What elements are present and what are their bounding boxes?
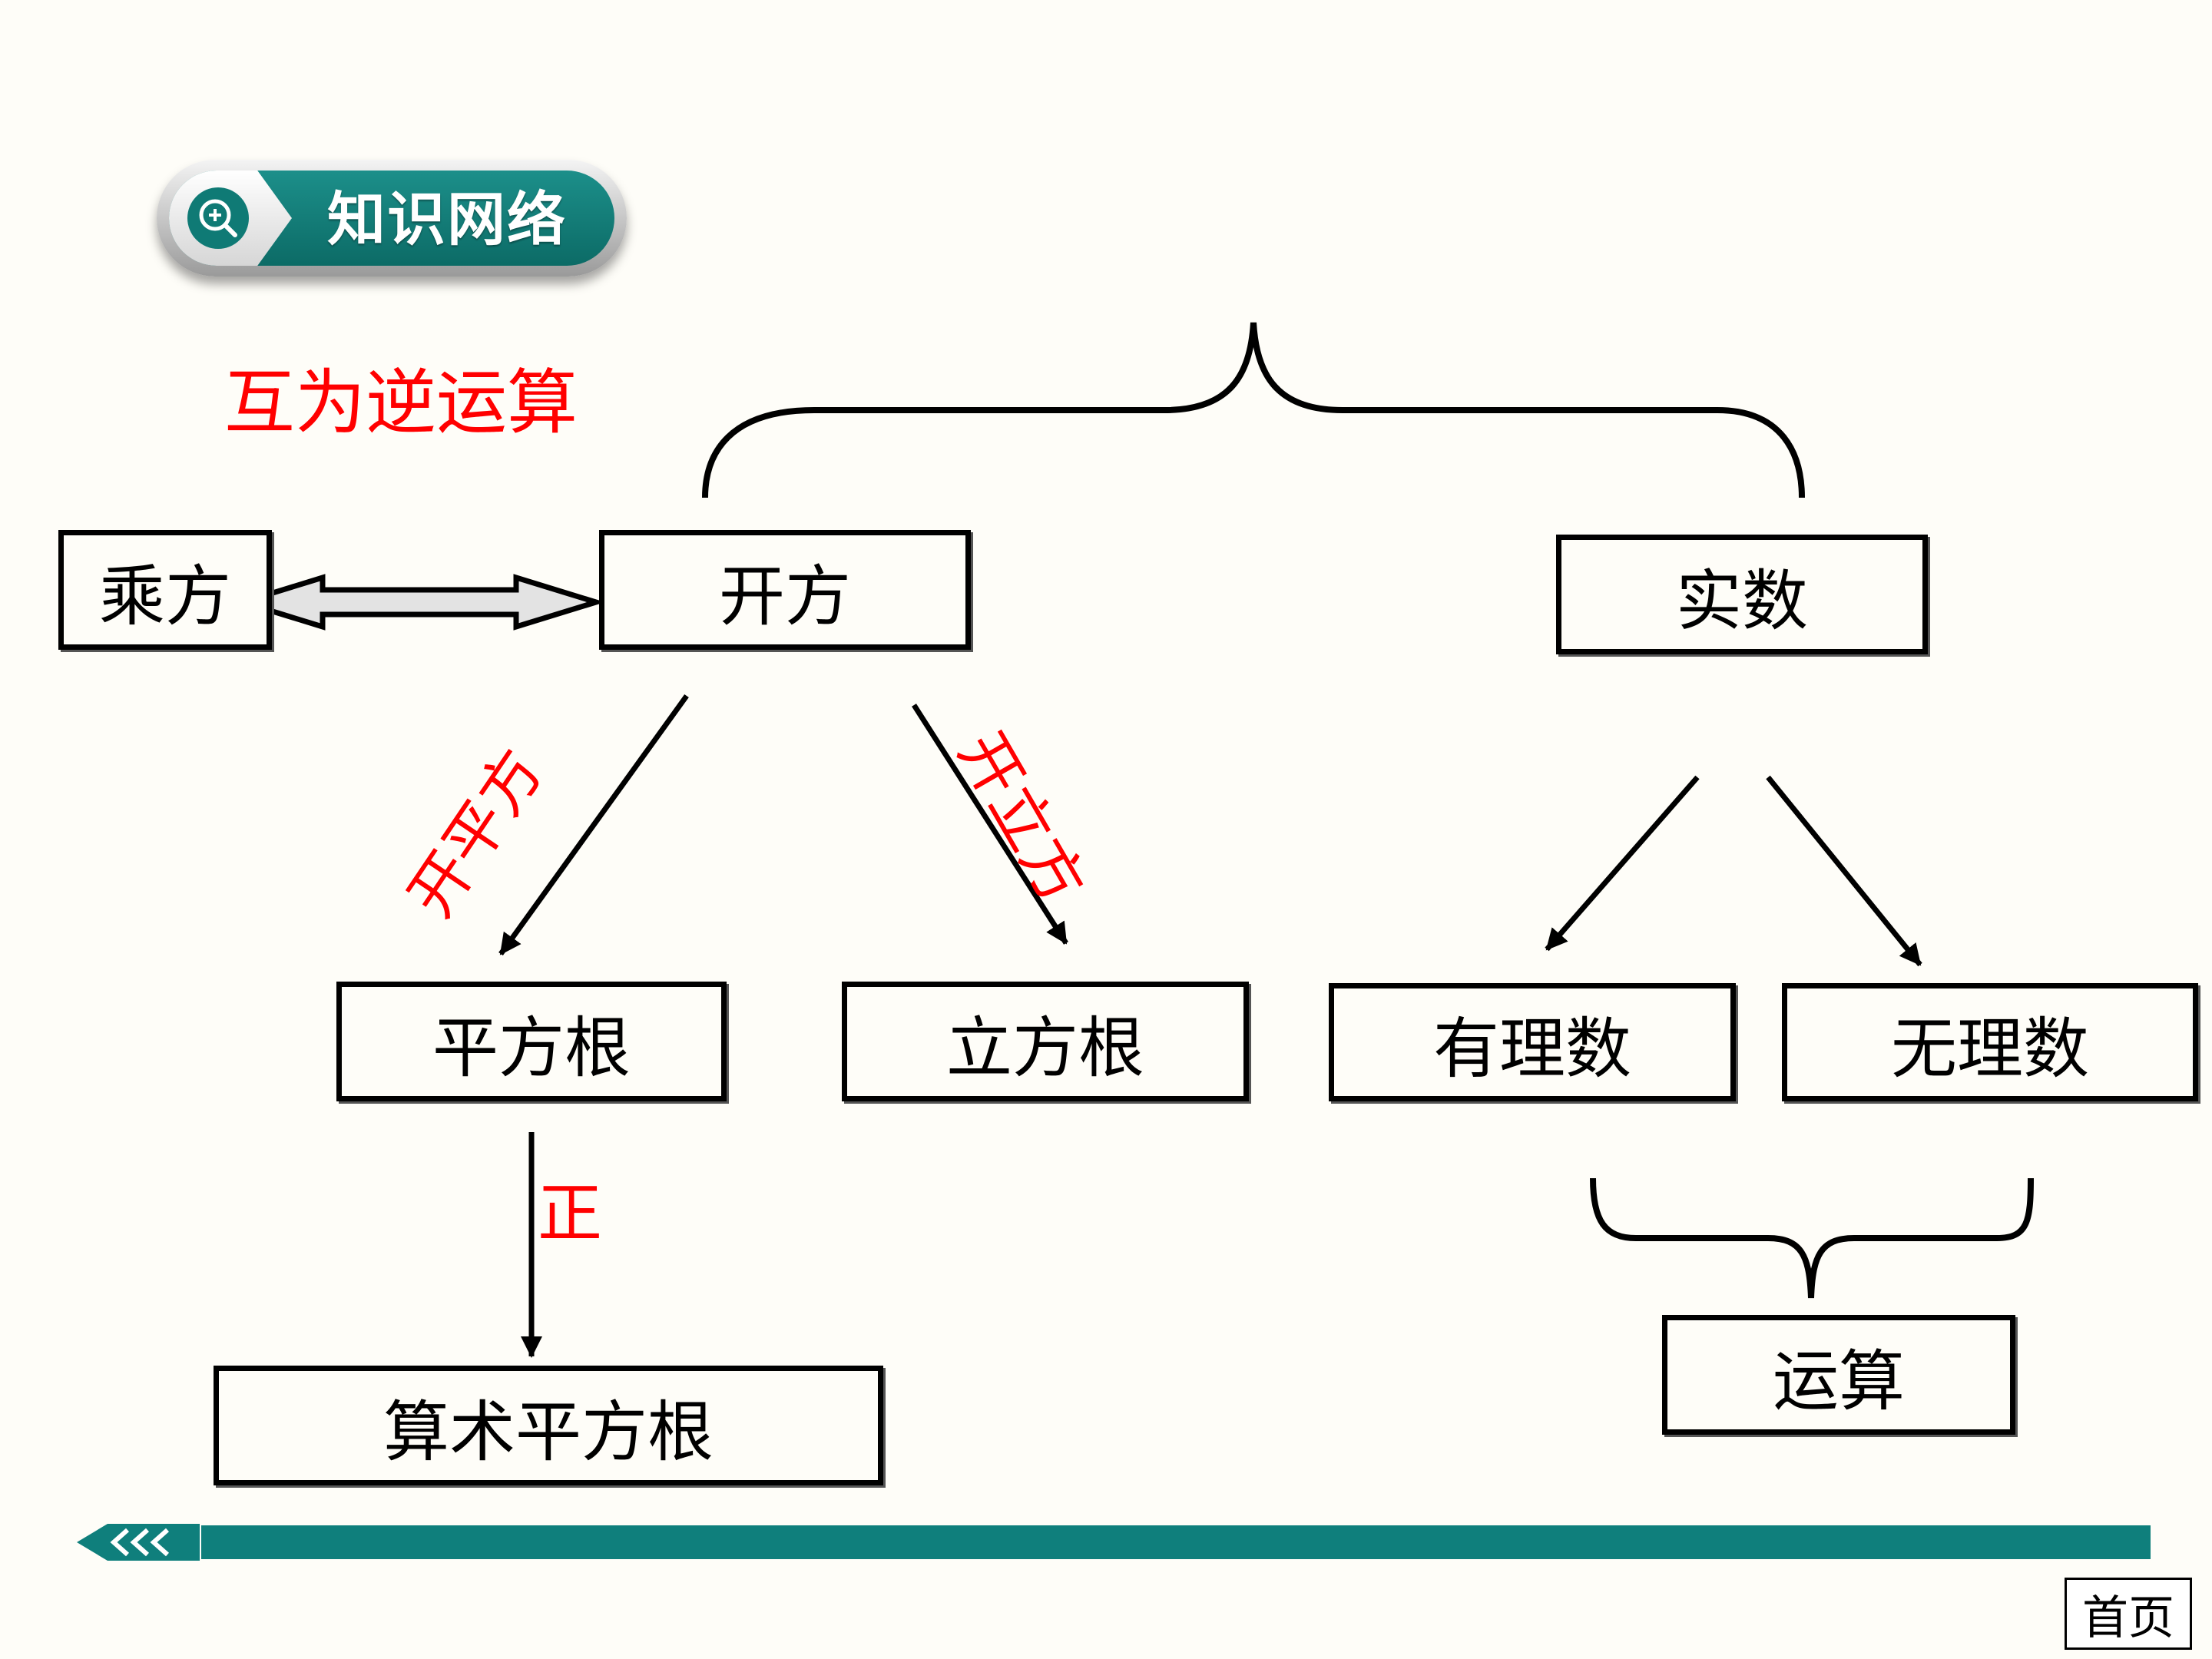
double-arrow	[233, 574, 605, 631]
zoom-in-icon	[187, 187, 249, 249]
arrow-to-lifanggen	[912, 704, 1068, 945]
edge-label-zheng: 正	[538, 1176, 603, 1251]
top-brace	[702, 322, 1805, 498]
node-yunsuan: 运算	[1662, 1315, 2015, 1435]
badge-body: 知识网络	[169, 171, 614, 266]
node-chengfang: 乘方	[58, 530, 272, 650]
badge-icon-plate	[169, 171, 292, 266]
node-kaifang: 开方	[599, 530, 971, 650]
arrow-to-pingfanggen	[498, 694, 689, 956]
node-lifanggen: 立方根	[842, 982, 1249, 1101]
home-button[interactable]: 首页	[2065, 1578, 2192, 1650]
node-pingfanggen: 平方根	[336, 982, 727, 1101]
arrow-to-wulishu	[1766, 775, 1922, 967]
node-suanshu-pingfanggen: 算术平方根	[214, 1366, 883, 1485]
node-shishu: 实数	[1556, 535, 1928, 654]
arrow-to-youlishu	[1545, 775, 1700, 952]
inverse-operation-label: 互为逆运算	[224, 362, 578, 444]
node-youlishu: 有理数	[1329, 983, 1736, 1101]
section-title-badge: 知识网络	[157, 160, 627, 276]
section-title: 知识网络	[327, 185, 567, 253]
footer-bar	[201, 1525, 2151, 1559]
bottom-brace	[1590, 1177, 2034, 1299]
node-wulishu: 无理数	[1782, 983, 2198, 1101]
